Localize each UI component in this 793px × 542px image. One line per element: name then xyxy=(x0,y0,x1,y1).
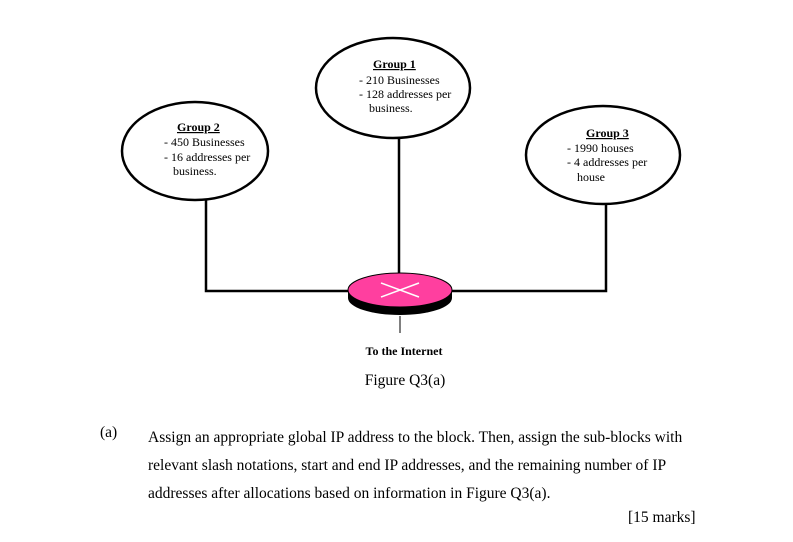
connection-lines xyxy=(204,137,608,293)
group-1-title: Group 1 xyxy=(373,57,416,71)
group-3-title: Group 3 xyxy=(586,126,629,140)
internet-label: To the Internet xyxy=(366,344,443,358)
group-3-line-2: - 4 addresses per xyxy=(567,155,647,169)
question-label: (a) xyxy=(100,424,118,441)
group-1-node: Group 1 - 210 Businesses - 128 addresses… xyxy=(314,36,472,140)
router-icon xyxy=(347,272,453,315)
group-1-line-1: - 210 Businesses xyxy=(359,73,440,87)
link-group3 xyxy=(452,203,608,293)
question-line-1: Assign an appropriate global IP address … xyxy=(148,429,683,446)
group-2-line-3: business. xyxy=(173,164,217,178)
group-2-line-1: - 450 Businesses xyxy=(164,135,245,149)
group-3-line-3: house xyxy=(577,170,605,184)
group-1-line-3: business. xyxy=(369,101,413,115)
group-2-title: Group 2 xyxy=(177,120,220,134)
figure-caption: Figure Q3(a) xyxy=(365,372,446,389)
question-text: Assign an appropriate global IP address … xyxy=(148,424,708,508)
group-3-line-1: - 1990 houses xyxy=(567,141,634,155)
marks-label: [15 marks] xyxy=(628,509,696,526)
question-line-2: relevant slash notations, start and end … xyxy=(148,457,667,474)
group-2-node: Group 2 - 450 Businesses - 16 addresses … xyxy=(120,100,270,202)
question-line-3: addresses after allocations based on inf… xyxy=(148,485,551,502)
link-group2 xyxy=(204,199,352,293)
network-diagram: Group 1 - 210 Businesses - 128 addresses… xyxy=(120,36,682,389)
group-1-line-2: - 128 addresses per xyxy=(359,87,451,101)
group-2-line-2: - 16 addresses per xyxy=(164,150,250,164)
group-3-node: Group 3 - 1990 houses - 4 addresses per … xyxy=(524,104,682,206)
